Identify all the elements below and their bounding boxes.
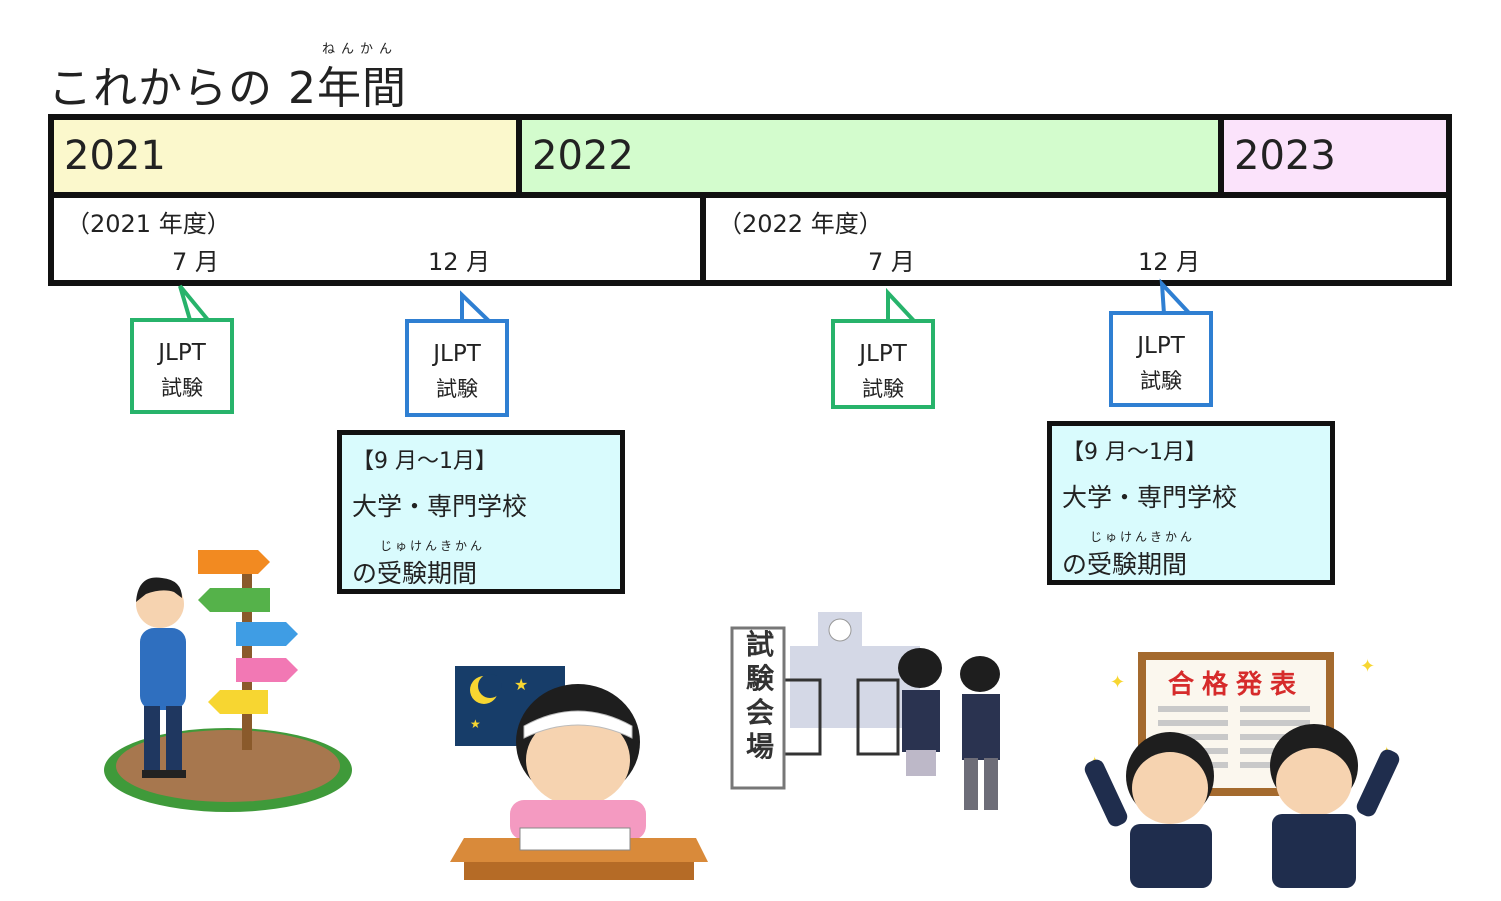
year-label: 2021 — [64, 133, 166, 179]
school-type: 大学・専門学校 — [1062, 483, 1238, 512]
year-2023-band: 2023 — [1218, 114, 1452, 198]
exam-hall-illustration — [730, 612, 1000, 810]
month-december: 12 月 — [428, 248, 491, 276]
fiscal-year-2021: （2021 年度） 7 月 12 月 — [48, 198, 706, 286]
year-2022-band: 2022 — [516, 114, 1224, 198]
month-july: 7 月 — [172, 248, 219, 276]
callout-subtitle: 試験 — [161, 376, 203, 400]
month-july: 7 月 — [868, 248, 915, 276]
year-label: 2022 — [532, 133, 634, 179]
results-announcement-illustration: ✦ ✦ ✦ ✦ — [1084, 652, 1400, 888]
exam-period-box-2022: 【9 月～1月】 大学・専門学校 じゅけんきかん の受験期間 — [1047, 421, 1335, 585]
exam-period-label: の受験期間 — [352, 559, 478, 588]
exam-period: 【9 月～1月】 — [1062, 440, 1207, 465]
fiscal-year-label: （2022 年度） — [718, 210, 883, 238]
exam-period: 【9 月～1月】 — [352, 449, 497, 474]
studying-at-night-illustration: ★ ★ ★ — [450, 666, 708, 880]
svg-text:★: ★ — [514, 675, 528, 694]
jlpt-callout-2021-december: JLPT 試験 — [405, 319, 509, 417]
jlpt-callout-2021-july: JLPT 試験 — [130, 318, 234, 414]
crossroads-illustration — [104, 550, 352, 812]
furigana: じゅけんきかん — [1090, 530, 1196, 544]
furigana: じゅけんきかん — [380, 539, 486, 553]
year-2021-band: 2021 — [48, 114, 522, 198]
callout-title: JLPT — [158, 340, 206, 366]
exam-period-label: の受験期間 — [1062, 550, 1188, 579]
fiscal-year-label: （2021 年度） — [66, 210, 231, 238]
page-title: これからの 2年間 — [48, 63, 407, 114]
title-ruby: ねんかん — [322, 42, 399, 57]
callout-subtitle: 試験 — [1140, 369, 1182, 393]
results-board-title: 合格発表 — [1167, 670, 1304, 700]
school-type: 大学・専門学校 — [352, 492, 528, 521]
jlpt-callout-2022-december: JLPT 試験 — [1109, 311, 1213, 407]
callout-title: JLPT — [859, 341, 907, 367]
jlpt-callout-2022-july: JLPT 試験 — [831, 319, 935, 409]
callout-subtitle: 試験 — [436, 377, 478, 401]
callout-subtitle: 試験 — [862, 377, 904, 401]
fiscal-year-2022: （2022 年度） 7 月 12 月 — [700, 198, 1452, 286]
svg-text:✦: ✦ — [1360, 656, 1375, 677]
callout-title: JLPT — [433, 341, 481, 367]
year-label: 2023 — [1234, 133, 1336, 179]
svg-text:✦: ✦ — [1110, 672, 1125, 693]
month-december: 12 月 — [1138, 248, 1201, 276]
svg-text:★: ★ — [470, 717, 481, 731]
callout-title: JLPT — [1137, 333, 1185, 359]
exam-hall-sign: 試験会場 — [745, 628, 774, 763]
exam-period-box-2021: 【9 月～1月】 大学・専門学校 じゅけんきかん の受験期間 — [337, 430, 625, 594]
